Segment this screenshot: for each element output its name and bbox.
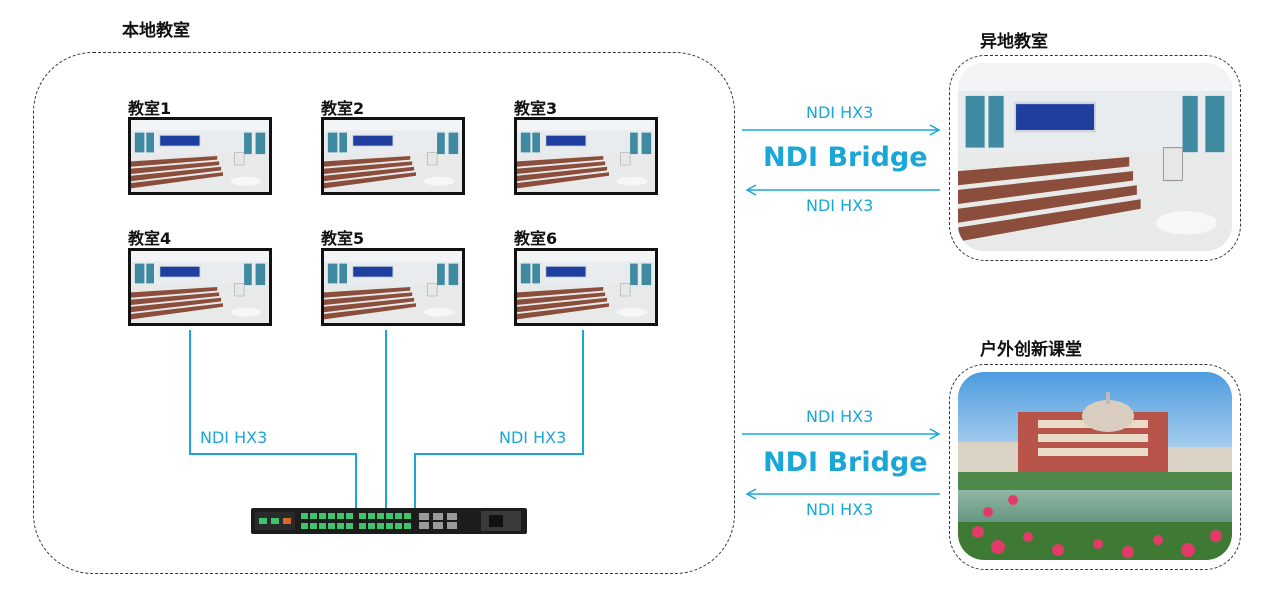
- outdoor-campus-photo: [958, 372, 1232, 560]
- classroom-photo: [324, 251, 462, 323]
- outdoor-bridge-label: NDI Bridge: [763, 447, 928, 478]
- outdoor-section-title: 户外创新课堂: [980, 340, 1082, 360]
- classroom-photo: [517, 251, 655, 323]
- local-section-title: 本地教室: [122, 21, 190, 41]
- outdoor-classroom-group: [949, 364, 1241, 570]
- room-1-monitor: [128, 117, 272, 195]
- classroom-photo: [958, 63, 1232, 251]
- classroom-photo: [131, 120, 269, 192]
- local-left-link-label: NDI HX3: [200, 428, 268, 447]
- room-2-label: 教室2: [321, 99, 365, 118]
- room-2-monitor: [321, 117, 465, 195]
- campus-scene: [958, 372, 1232, 560]
- remote-classroom-group: [949, 55, 1241, 261]
- outdoor-top-link-label: NDI HX3: [806, 407, 874, 426]
- room-6-label: 教室6: [514, 229, 558, 248]
- remote-bridge-arrows: [742, 124, 941, 196]
- outdoor-bridge-arrows: [742, 428, 941, 500]
- outdoor-bottom-link-label: NDI HX3: [806, 500, 874, 519]
- room-1-label: 教室1: [128, 99, 172, 118]
- remote-bottom-link-label: NDI HX3: [806, 196, 874, 215]
- remote-section-title: 异地教室: [980, 32, 1048, 52]
- room-5-label: 教室5: [321, 229, 365, 248]
- remote-top-link-label: NDI HX3: [806, 103, 874, 122]
- remote-classroom-photo: [958, 63, 1232, 251]
- local-right-link-label: NDI HX3: [499, 428, 567, 447]
- room-4-label: 教室4: [128, 229, 172, 248]
- room-3-monitor: [514, 117, 658, 195]
- room-6-monitor: [514, 248, 658, 326]
- classroom-photo: [324, 120, 462, 192]
- room-3-label: 教室3: [514, 99, 558, 118]
- classroom-photo: [517, 120, 655, 192]
- local-classroom-group: [33, 52, 735, 574]
- classroom-photo: [131, 251, 269, 323]
- remote-bridge-label: NDI Bridge: [763, 142, 928, 173]
- room-5-monitor: [321, 248, 465, 326]
- network-switch: [251, 508, 527, 534]
- room-4-monitor: [128, 248, 272, 326]
